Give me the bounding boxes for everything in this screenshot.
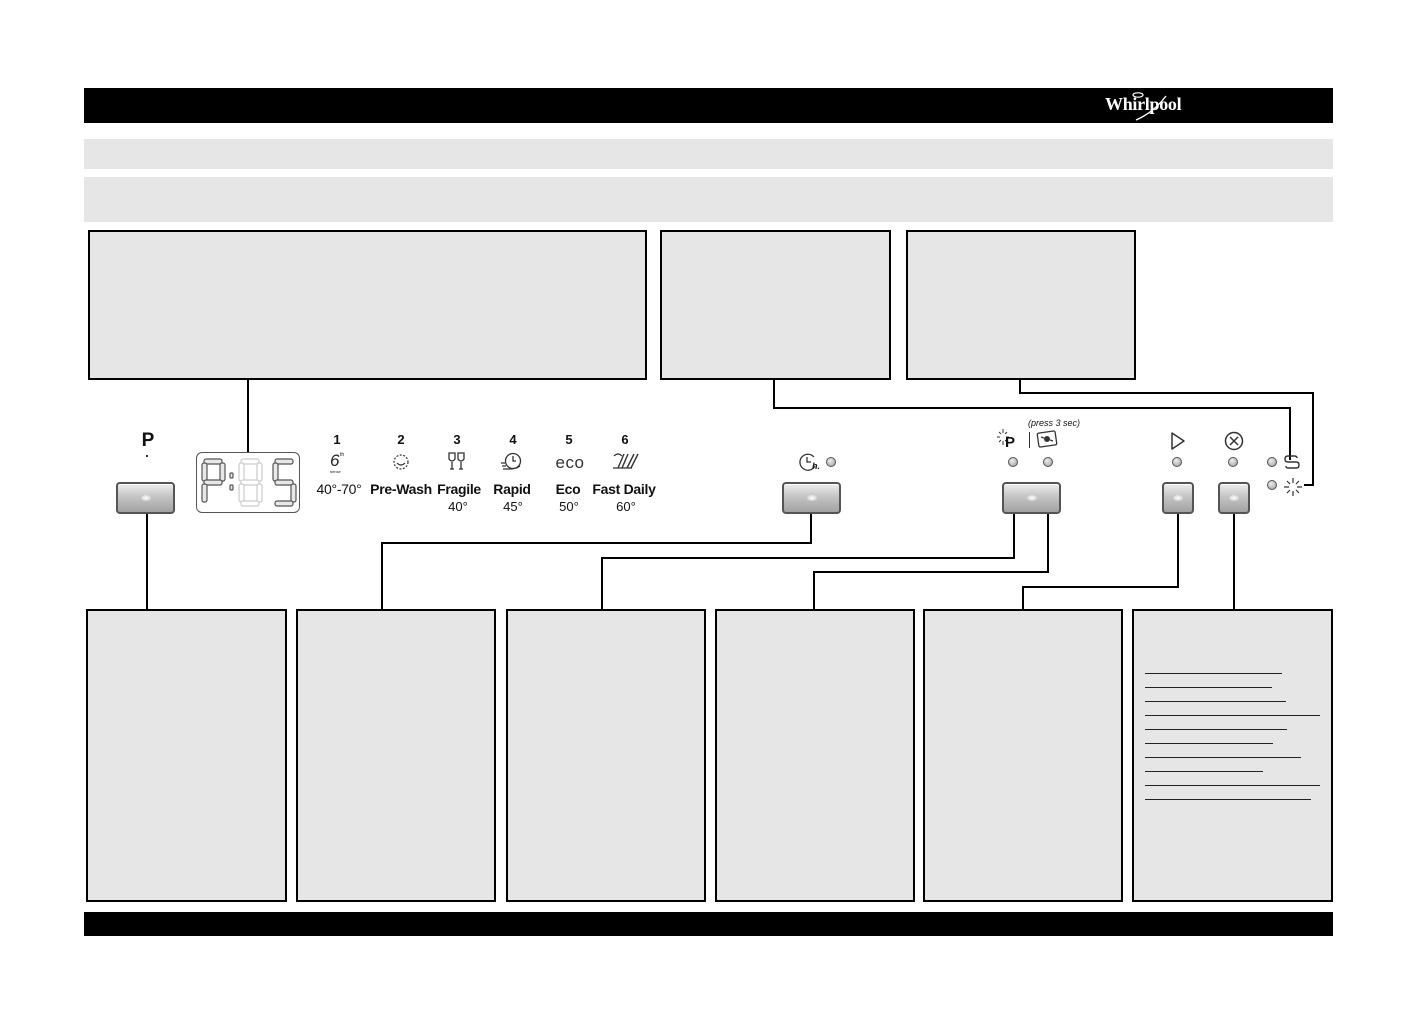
cancel-icon xyxy=(1224,431,1244,451)
delay-start-button[interactable] xyxy=(782,482,841,514)
program-button[interactable] xyxy=(116,482,175,514)
display-description-box xyxy=(88,230,647,380)
program-temperature: 45° xyxy=(503,499,523,514)
seven-segment-digits xyxy=(201,458,297,507)
rapid-icon xyxy=(501,452,522,470)
tablet-option-icon xyxy=(1036,430,1058,448)
program-temperature: 50° xyxy=(559,499,579,514)
logo-text: Whirlpool xyxy=(1105,94,1182,114)
options-hint: (press 3 sec) xyxy=(1028,418,1081,428)
program-number: 5 xyxy=(565,432,573,447)
text-line xyxy=(1145,743,1273,744)
program-symbol: P xyxy=(141,430,155,451)
delay-start-description-box xyxy=(296,609,496,902)
wine-glasses-icon xyxy=(448,452,465,470)
program-label: Pre-Wash xyxy=(370,481,432,497)
whirlpool-logo: Whirlpool xyxy=(1105,94,1182,115)
options-divider xyxy=(1029,432,1030,448)
cancel-button[interactable] xyxy=(1218,482,1250,514)
multizone-description-box xyxy=(506,609,706,902)
cancel-description-box xyxy=(1132,609,1333,902)
delay-clock-icon xyxy=(799,453,816,471)
start-button[interactable] xyxy=(1162,482,1194,514)
text-line xyxy=(1145,785,1320,786)
delay-hour-symbol: h. xyxy=(812,461,820,471)
program-number: 4 xyxy=(509,432,517,447)
start-led xyxy=(1172,457,1182,467)
tablet-led xyxy=(1043,457,1053,467)
svg-text:sense: sense xyxy=(330,469,341,474)
start-icon xyxy=(1171,432,1185,450)
program-temperature: 60° xyxy=(616,499,636,514)
svg-text:6: 6 xyxy=(330,451,340,470)
text-line xyxy=(1145,799,1311,800)
rinse-aid-led xyxy=(1267,480,1277,490)
salt-icon xyxy=(1284,455,1300,469)
logo-swirl-icon xyxy=(1132,92,1167,121)
svg-text:P: P xyxy=(1005,434,1015,451)
program-label: Rapid xyxy=(493,481,531,497)
subtitle-band xyxy=(84,177,1333,222)
text-line xyxy=(1145,687,1272,688)
pre-wash-icon xyxy=(393,454,409,470)
program-list: 1 2 3 4 5 6 6 th sense eco 40°-70° Pre-W… xyxy=(316,430,666,520)
start-description-box xyxy=(923,609,1123,902)
text-line xyxy=(1145,701,1286,702)
digital-display xyxy=(196,452,300,513)
program-number: 6 xyxy=(621,432,629,447)
rinse-aid-icon xyxy=(1284,478,1302,496)
delay-led xyxy=(826,457,836,467)
salt-led xyxy=(1267,457,1277,467)
text-line xyxy=(1145,673,1282,674)
text-line xyxy=(1145,771,1263,772)
eco-icon: eco xyxy=(555,453,585,472)
multizone-p-icon: P xyxy=(997,429,1015,451)
footer-bar xyxy=(84,912,1333,936)
fast-daily-icon xyxy=(613,453,639,469)
cancel-led xyxy=(1228,457,1238,467)
rinse-aid-description-box xyxy=(906,230,1136,380)
text-line xyxy=(1145,715,1320,716)
program-number: 1 xyxy=(333,432,341,447)
multizone-led xyxy=(1008,457,1018,467)
program-label: Eco xyxy=(555,481,581,497)
auto-6th-sense-icon: 6 th sense xyxy=(330,451,344,474)
options-button[interactable] xyxy=(1002,482,1061,514)
program-number: 2 xyxy=(397,432,405,447)
program-label: Fragile xyxy=(437,481,481,497)
program-label: 40°-70° xyxy=(316,481,362,497)
program-led-dot xyxy=(146,455,148,457)
program-number: 3 xyxy=(453,432,461,447)
svg-text:th: th xyxy=(340,452,344,458)
title-band xyxy=(84,139,1333,169)
text-line xyxy=(1145,729,1287,730)
header-bar: Whirlpool xyxy=(84,88,1333,123)
tablet-description-box xyxy=(715,609,915,902)
program-temperature: 40° xyxy=(448,499,468,514)
program-label: Fast Daily xyxy=(592,481,656,497)
program-description-box xyxy=(86,609,287,902)
salt-description-box xyxy=(660,230,891,380)
text-line xyxy=(1145,757,1301,758)
